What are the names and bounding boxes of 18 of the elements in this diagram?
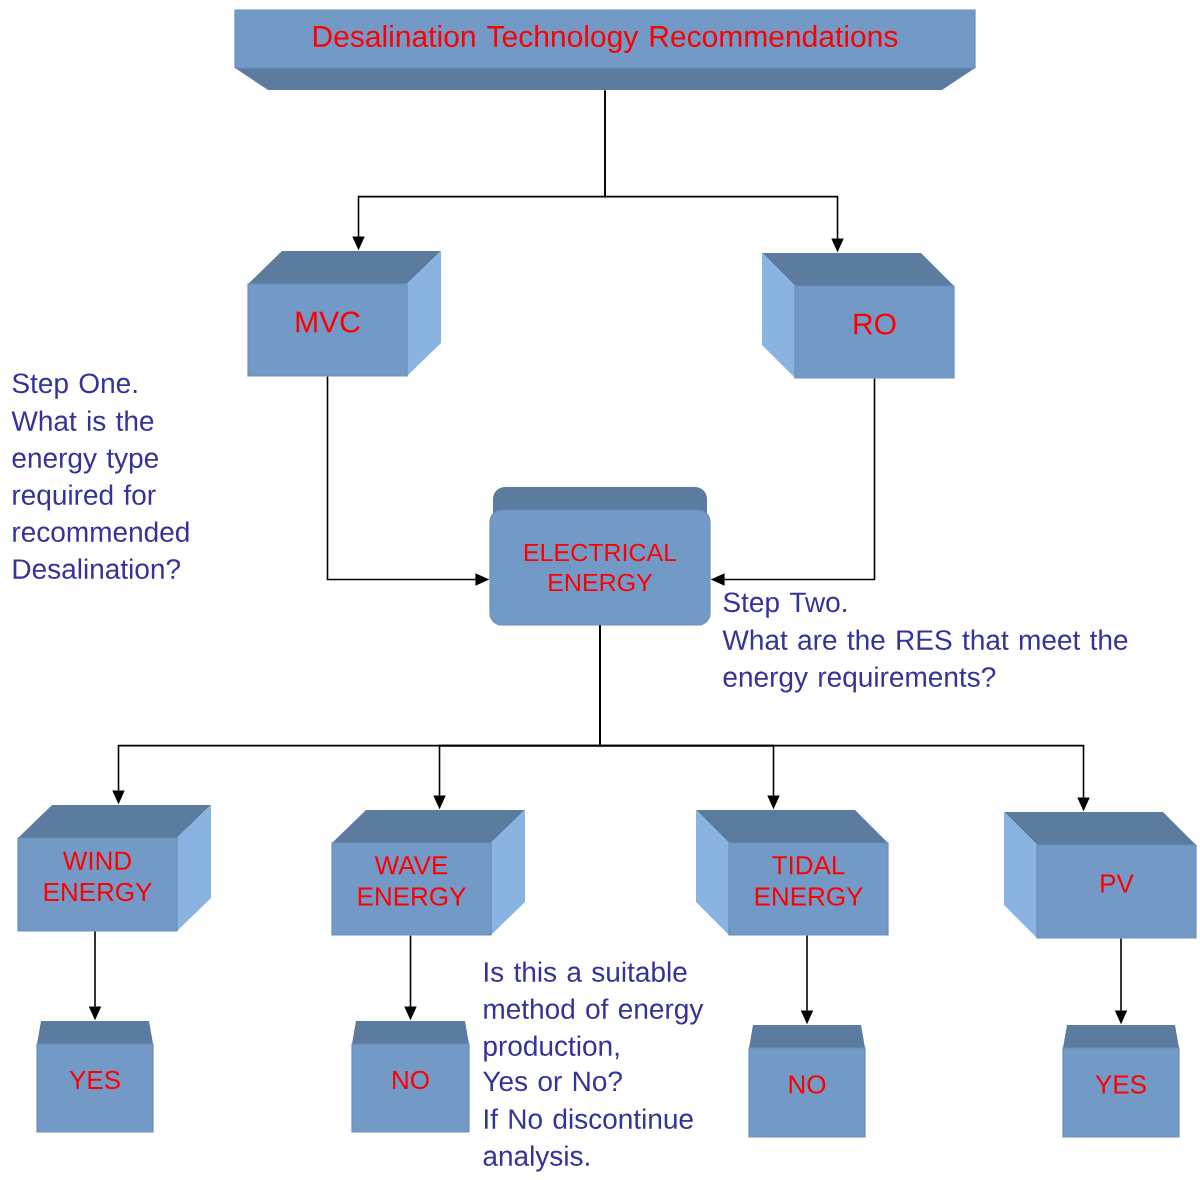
- annotation-text: What are the RES that meet the energy requirements?: [722, 629, 1128, 693]
- process-box: WAVE ENERGY: [331, 810, 525, 936]
- annotation-text: Is this a suitable method of energy production,: [484, 961, 704, 1062]
- energy-box: ELECTRICAL ENERGY: [489, 487, 711, 626]
- answer-box: YES: [36, 1021, 154, 1133]
- process-box: MVC: [247, 251, 441, 377]
- process-box: TIDAL ENERGY: [696, 810, 889, 936]
- answer-box: NO: [748, 1025, 866, 1138]
- annotation-text: Step One.: [12, 373, 137, 399]
- annotation-text: What is the energy type required for recommended Desalination?: [11, 410, 189, 579]
- process-box: WIND ENERGY: [17, 805, 211, 932]
- annotation-text: If No discontinue analysis.: [483, 1108, 693, 1172]
- annotation-text: Step Two.: [723, 592, 846, 618]
- answer-box: NO: [351, 1021, 470, 1133]
- process-box: PV: [1004, 812, 1197, 939]
- process-box: RO: [762, 253, 955, 379]
- answer-box: YES: [1062, 1025, 1180, 1138]
- title-banner: Desalination Technology Recommendations: [234, 9, 976, 90]
